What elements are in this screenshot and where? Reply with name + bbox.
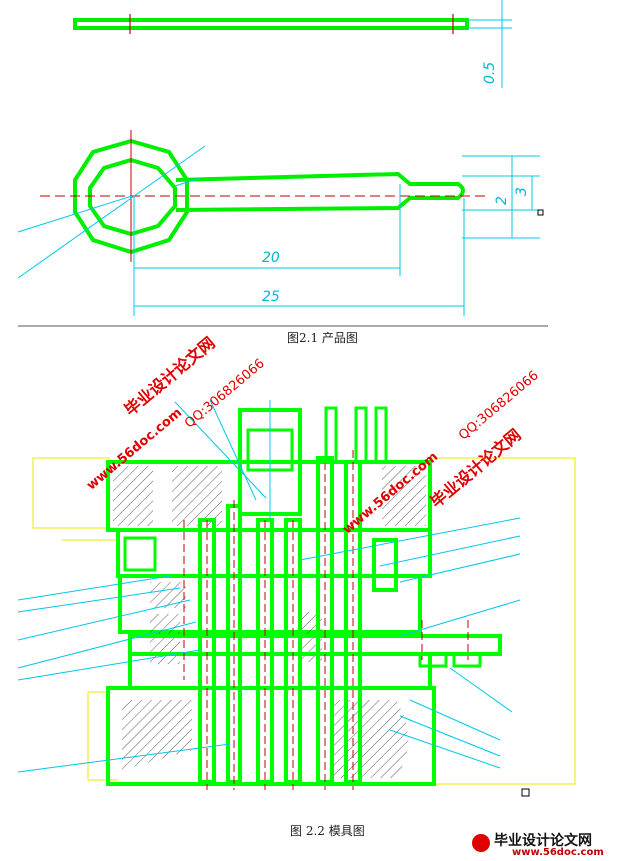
logo-icon bbox=[472, 834, 490, 852]
dim-thickness: 0.5 bbox=[482, 62, 498, 84]
logo-url: www.56doc.com bbox=[512, 847, 604, 858]
dim-width-small: 2 bbox=[494, 196, 510, 205]
dim-length-total: 25 bbox=[262, 289, 280, 305]
dim-width-large: 3 bbox=[514, 187, 530, 196]
dim-length-inner: 20 bbox=[262, 250, 280, 266]
die-assembly-drawing bbox=[17, 399, 576, 797]
fig1-caption: 图2.1 产品图 bbox=[287, 331, 358, 345]
fig2-caption: 图 2.2 模具图 bbox=[290, 824, 365, 838]
logo-title: 毕业设计论文网 bbox=[494, 833, 592, 849]
product-side-view: 0.5 bbox=[73, 0, 512, 88]
site-logo: 毕业设计论文网 www.56doc.com bbox=[472, 830, 622, 858]
product-front-view: 2 3 20 25 bbox=[17, 130, 544, 316]
